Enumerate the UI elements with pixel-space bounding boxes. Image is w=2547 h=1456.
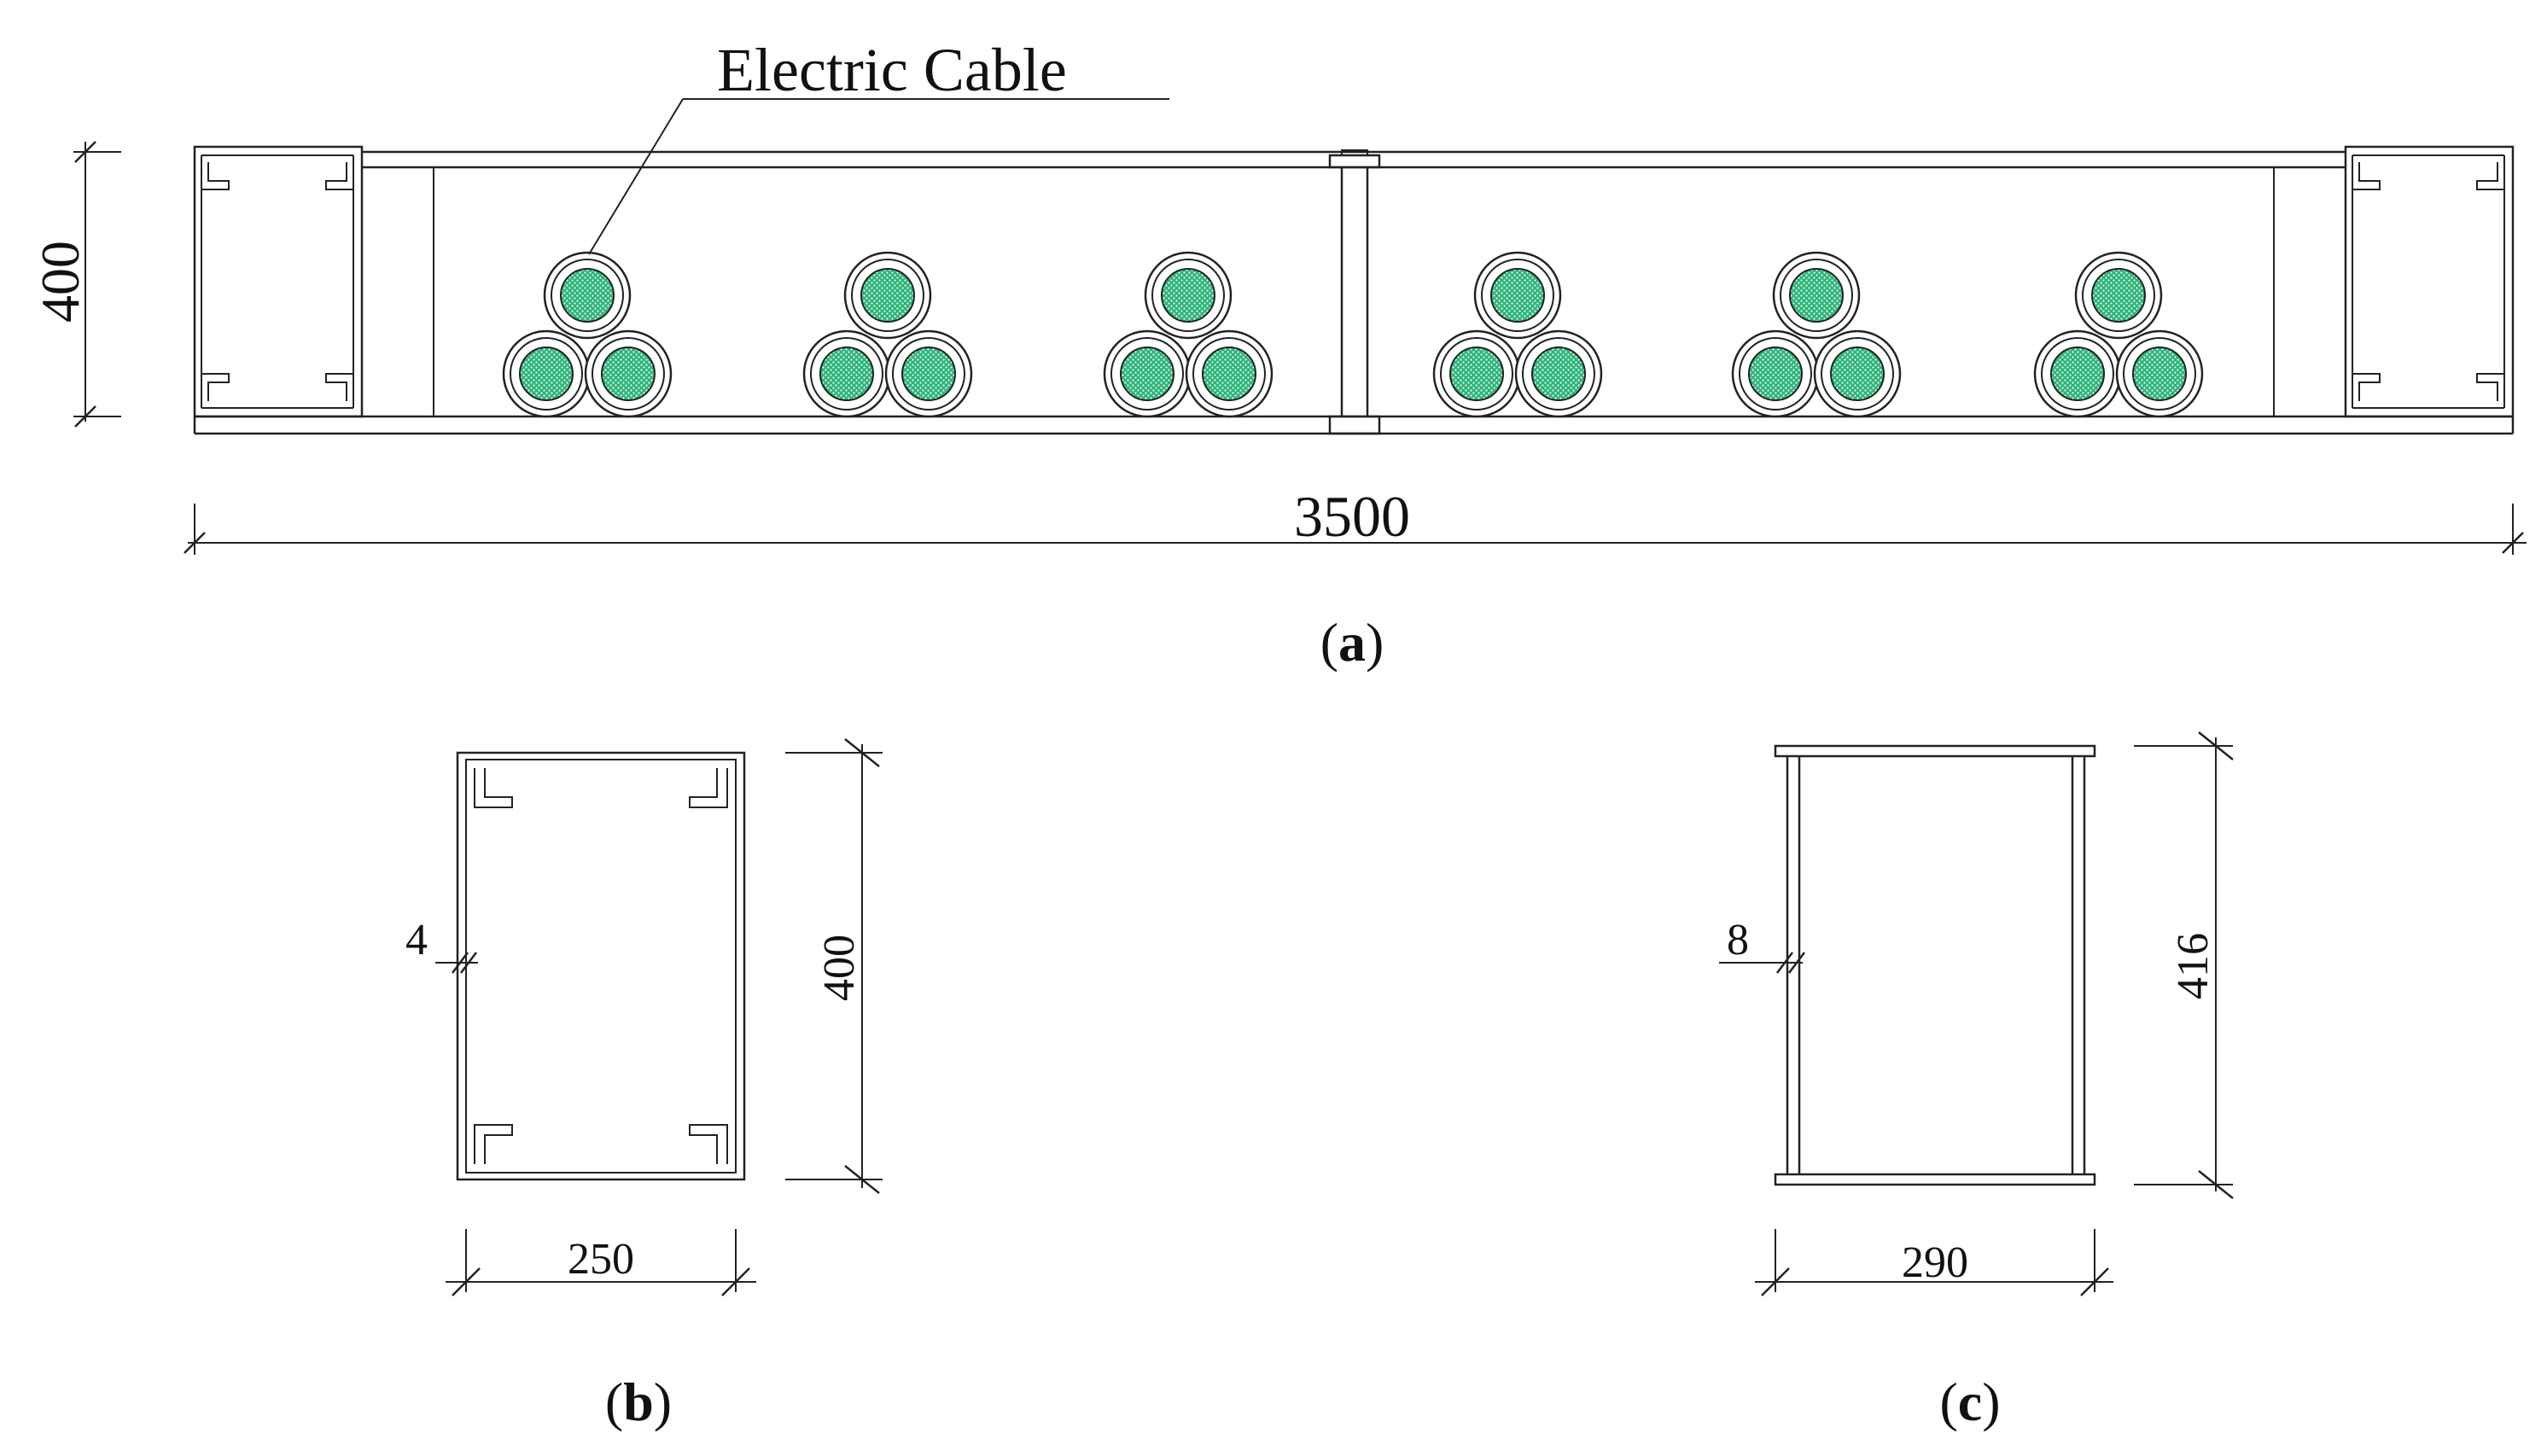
electric-cable — [1813, 329, 1902, 418]
electric-cable — [502, 329, 591, 418]
length-dimension-a — [184, 504, 2527, 555]
height-dimension-b — [785, 738, 883, 1194]
electric-cable — [2115, 329, 2204, 418]
electric-cable — [1432, 329, 1521, 418]
panel-c-cross-section: 8 416 290 (c) — [1719, 731, 2234, 1432]
electric-cable — [584, 329, 673, 418]
thickness-dimension-b-label: 4 — [405, 916, 428, 964]
height-dimension-c-label: 416 — [2169, 933, 2218, 999]
panel-a-elevation: Electric Cable 400 3500 (a) — [30, 36, 2527, 673]
cable-label: Electric Cable — [717, 36, 1067, 104]
electric-cable — [1144, 251, 1233, 340]
thickness-dimension-c-label: 8 — [1727, 916, 1749, 964]
electric-cable — [2074, 251, 2163, 340]
thickness-dimension-c — [1719, 952, 1805, 974]
cable-label-leader — [588, 98, 1169, 255]
right-end-section — [2344, 145, 2515, 418]
electric-cable — [1772, 251, 1861, 340]
i-beam-section — [1774, 744, 2096, 1186]
width-dimension-b-label: 250 — [568, 1235, 634, 1284]
center-splice — [1328, 149, 1381, 435]
thickness-dimension-b — [435, 952, 478, 974]
height-dimension-a — [73, 141, 121, 428]
height-dimension-c — [2134, 731, 2234, 1199]
electric-cable — [1103, 329, 1192, 418]
electric-cable — [1731, 329, 1820, 418]
c-channel-section — [456, 751, 746, 1181]
electric-cable — [1473, 251, 1562, 340]
electric-cable — [843, 251, 932, 340]
width-dimension-c-label: 290 — [1902, 1238, 1968, 1287]
height-dimension-b-label: 400 — [815, 935, 864, 1001]
caption-b: (b) — [605, 1372, 672, 1432]
height-dimension-a-label: 400 — [30, 241, 90, 323]
electric-cable — [2033, 329, 2122, 418]
electric-cable — [543, 251, 632, 340]
electric-cable — [884, 329, 973, 418]
left-end-section — [193, 145, 364, 418]
width-dimension-b — [446, 1229, 756, 1296]
caption-c: (c) — [1939, 1372, 2000, 1432]
electric-cable — [1185, 329, 1274, 418]
length-dimension-a-label: 3500 — [1294, 484, 1410, 549]
caption-a: (a) — [1320, 612, 1384, 673]
width-dimension-c — [1755, 1229, 2113, 1296]
electric-cable — [802, 329, 891, 418]
cable-groups — [502, 251, 2204, 418]
panel-b-cross-section: 4 400 250 (b) — [405, 738, 883, 1432]
electric-cable — [1514, 329, 1603, 418]
